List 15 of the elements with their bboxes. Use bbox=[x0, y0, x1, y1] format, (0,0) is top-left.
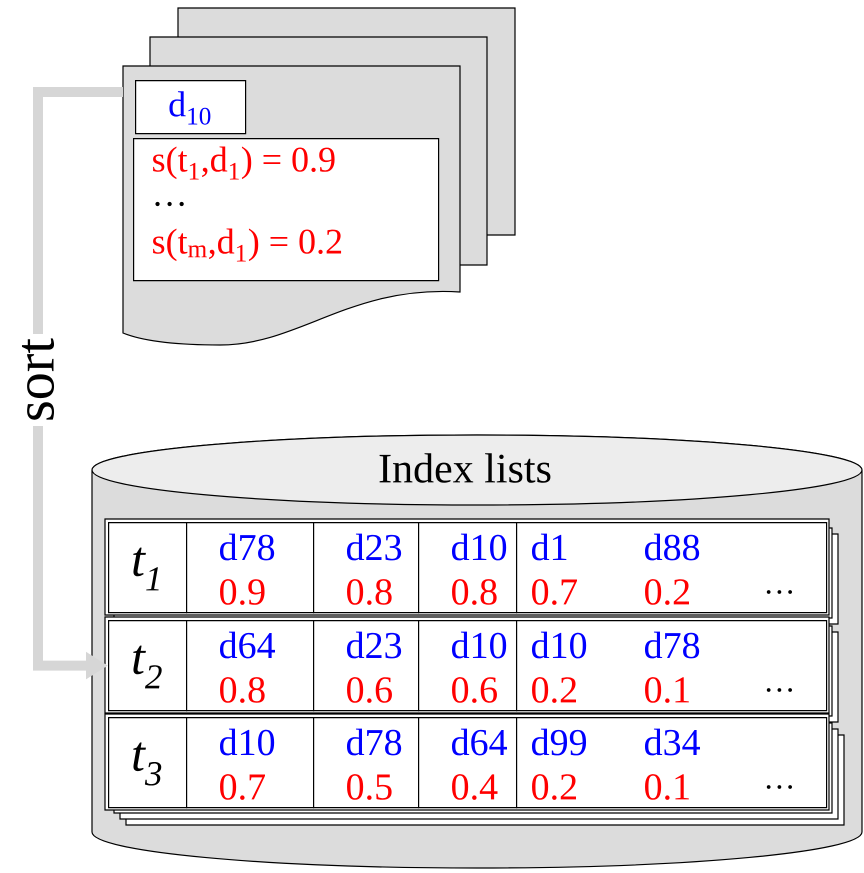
posting-cell: d23 0.6 bbox=[313, 620, 420, 712]
tag-box: d$_{10}$ bbox=[135, 80, 246, 134]
term-cell: t$_{2}$ bbox=[108, 620, 188, 712]
term-cell: t$_{1}$ bbox=[108, 522, 188, 614]
posting-cell: d64 0.8 bbox=[186, 620, 314, 712]
posting-cell: d78 0.9 bbox=[186, 522, 314, 614]
posting-cell: d23 0.8 bbox=[313, 522, 420, 614]
posting-cell: d10 0.7 bbox=[186, 717, 314, 808]
term-cell: t$_{3}$ bbox=[108, 717, 188, 808]
posting-cell: d64 0.4 bbox=[418, 717, 518, 808]
posting-cell: d10 0.6 bbox=[418, 620, 518, 712]
posting-cell: d10 0.8 bbox=[418, 522, 518, 614]
edge-label: sort bbox=[22, 338, 54, 420]
score-box: s(t$_{1}$,d$_{1}$) = 0.9 … s(t$_{m}$,d$_{1}$) = 0.2 bbox=[133, 138, 440, 282]
posting-cell: d78 0.5 bbox=[313, 717, 420, 808]
